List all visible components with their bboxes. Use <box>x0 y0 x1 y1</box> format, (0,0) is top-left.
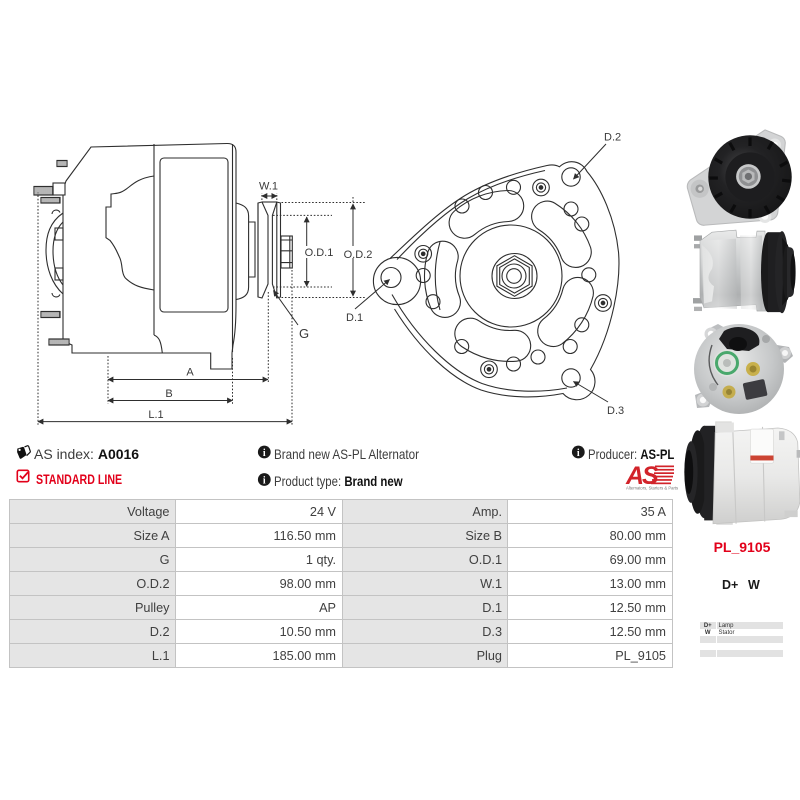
svg-text:i: i <box>577 448 580 459</box>
svg-text:i: i <box>263 476 266 487</box>
svg-text:D.2: D.2 <box>604 132 621 144</box>
svg-text:Alternators, Starters & Parts: Alternators, Starters & Parts <box>626 486 678 491</box>
svg-text:D.3: D.3 <box>607 405 624 417</box>
svg-text:i: i <box>263 448 266 459</box>
svg-text:D.1: D.1 <box>346 312 363 324</box>
svg-text:B: B <box>165 388 172 400</box>
svg-text:G: G <box>299 326 309 341</box>
svg-text:L.1: L.1 <box>148 409 163 421</box>
svg-text:W.1: W.1 <box>259 181 278 193</box>
svg-text:O.D.1: O.D.1 <box>305 247 334 259</box>
svg-text:A: A <box>186 367 194 379</box>
svg-text:O.D.2: O.D.2 <box>344 249 373 261</box>
